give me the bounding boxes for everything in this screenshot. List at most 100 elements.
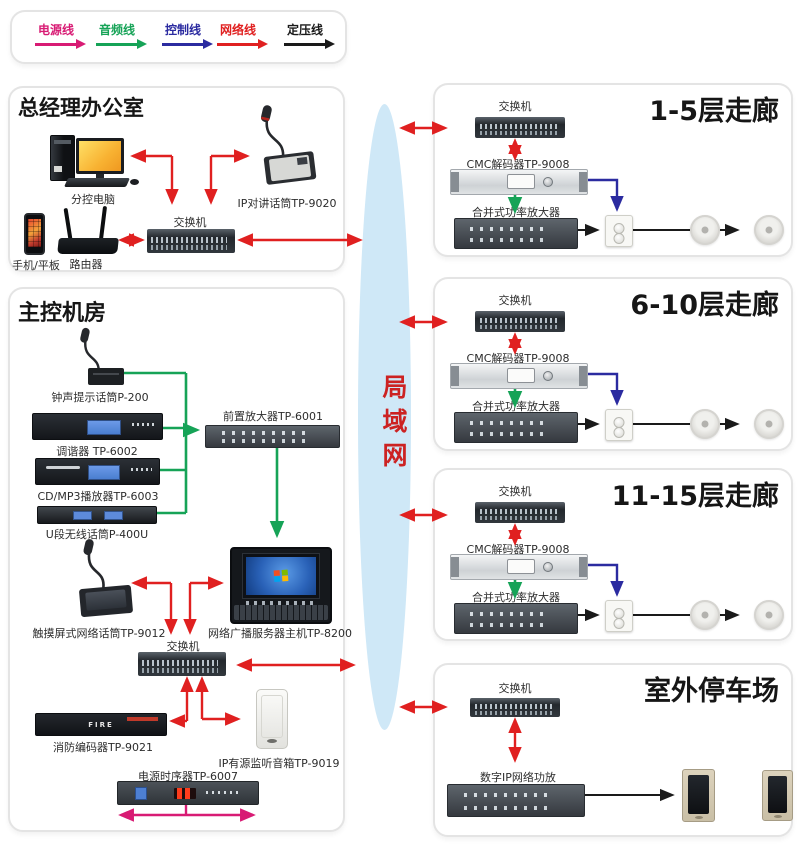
pc-stand	[96, 174, 104, 179]
cd-player-label: CD/MP3播放器TP-6003	[37, 490, 159, 503]
network-switch	[147, 229, 235, 253]
preamp-device	[205, 425, 340, 448]
wireless-mic-device	[37, 506, 157, 524]
legend-label: 控制线	[164, 23, 201, 37]
zone-box-11-15: 11-15层走廊 交换机 CMC解码器TP-9008 合并式功率放大器	[433, 468, 793, 641]
broadcast-server-laptop	[230, 547, 332, 624]
legend-item-network: 网络线	[209, 21, 268, 49]
switch-label: 交换机	[498, 294, 532, 307]
legend-item-power: 电源线	[27, 21, 86, 49]
legend-label: 定压线	[286, 23, 323, 37]
laptop-keyboard	[234, 605, 328, 620]
power-amplifier-device	[454, 603, 578, 634]
chime-mic-label: 钟声提示话筒P-200	[51, 391, 149, 404]
wireless-mic-label: U段无线话筒P-400U	[45, 528, 149, 541]
volume-control-panel	[605, 409, 633, 441]
ceiling-speaker	[754, 600, 784, 630]
decoder-knob	[543, 176, 554, 187]
cmc-decoder-device	[450, 169, 588, 195]
preamp-label: 前置放大器TP-6001	[222, 410, 324, 423]
cd-player-device	[35, 458, 160, 485]
control-room-box: 主控机房 钟声提示话筒P-200 调谐器 TP-6002 CD/MP3播放器TP…	[8, 287, 352, 832]
parking-box: 室外停车场 交换机 数字IP网络功放	[433, 663, 793, 837]
network-line-arrow-icon	[217, 39, 268, 49]
legend-label: 音频线	[98, 23, 135, 37]
volume-control-panel	[605, 215, 633, 247]
legend-label: 电源线	[37, 23, 74, 37]
gooseneck-mic-icon	[80, 327, 100, 374]
decoder-knob	[543, 561, 554, 572]
computer-label: 分控电脑	[71, 193, 115, 206]
zone-title: 11-15层走廊	[611, 481, 779, 512]
decoder-label: CMC解码器TP-9008	[466, 352, 570, 365]
phone	[24, 213, 45, 255]
volume-control-panel	[605, 600, 633, 632]
router-antenna	[63, 207, 73, 241]
router-label: 路由器	[69, 258, 103, 271]
pc-mouse	[130, 179, 139, 185]
gm-office-title: 总经理办公室	[18, 96, 144, 120]
cd-slot	[45, 466, 81, 469]
legend-label: 网络线	[219, 23, 256, 37]
zone-box-1-5: 1-5层走廊 交换机 CMC解码器TP-9008 合并式功率放大器	[433, 83, 793, 257]
network-switch	[475, 311, 565, 332]
sequencer-label: 电源时序器TP-6007	[137, 770, 239, 783]
outdoor-speaker	[762, 770, 793, 821]
phone-label: 手机/平板	[12, 259, 60, 272]
lan-label: 局域网	[379, 374, 408, 476]
router	[57, 238, 119, 254]
lan-cloud: 局域网	[358, 104, 411, 730]
network-switch	[470, 698, 560, 717]
control-line-arrow-icon	[162, 39, 213, 49]
zone-box-6-10: 6-10层走廊 交换机 CMC解码器TP-9008 合并式功率放大器	[433, 277, 793, 451]
ip-network-amplifier-device	[447, 784, 585, 817]
gooseneck-mic-icon	[83, 539, 105, 589]
pc-tower	[50, 135, 75, 181]
power-amplifier-device	[454, 218, 578, 249]
tuner-device	[32, 413, 163, 440]
decoder-label: CMC解码器TP-9008	[466, 543, 570, 556]
outdoor-speaker	[682, 769, 715, 822]
intercom-mic-label: IP对讲话筒TP-9020	[237, 197, 337, 210]
switch-label: 交换机	[498, 100, 532, 113]
router-antenna	[98, 205, 108, 241]
cmc-decoder-device	[450, 363, 588, 389]
tuner-label: 调谐器 TP-6002	[56, 445, 138, 458]
cmc-decoder-device	[450, 554, 588, 580]
switch-label: 交换机	[166, 640, 200, 653]
ceiling-speaker	[754, 215, 784, 245]
fire-encoder-label: 消防编码器TP-9021	[52, 741, 154, 754]
ip-amplifier-label: 数字IP网络功放	[480, 771, 556, 784]
network-switch	[475, 502, 565, 523]
ceiling-speaker	[754, 409, 784, 439]
switch-label: 交换机	[173, 216, 207, 229]
gooseneck-mic-icon	[260, 105, 285, 159]
power-line-arrow-icon	[35, 39, 86, 49]
chime-mic-base	[88, 368, 124, 385]
sequencer-switch	[134, 786, 147, 800]
legend-item-voltage: 定压线	[276, 21, 335, 49]
laptop-hinge	[246, 601, 316, 606]
ceiling-speaker	[690, 409, 720, 439]
decoder-knob	[543, 370, 554, 381]
intercom-mic-base	[263, 151, 317, 185]
gm-office-box: 总经理办公室 分控电脑 IP对讲话筒TP-9020 交换机 路由器 手机/平板	[8, 86, 345, 272]
legend-box: 电源线 音频线 控制线 网络线 定压线	[10, 10, 347, 64]
windows-logo-icon	[273, 569, 289, 583]
decoder-label: CMC解码器TP-9008	[466, 158, 570, 171]
control-room-title: 主控机房	[18, 301, 107, 326]
monitor-speaker-label: IP有源监听音箱TP-9019	[218, 757, 340, 770]
audio-line-arrow-icon	[96, 39, 147, 49]
touch-mic-base	[78, 584, 134, 618]
power-amplifier-device	[454, 412, 578, 443]
sequencer-led-display	[174, 787, 196, 799]
decoder-display	[506, 558, 536, 574]
touch-mic-label: 触摸屏式网络话筒TP-9012	[32, 627, 166, 640]
switch-label: 交换机	[498, 682, 532, 695]
parking-title: 室外停车场	[644, 676, 779, 707]
laptop-screen	[242, 553, 320, 599]
ceiling-speaker	[690, 215, 720, 245]
laptop-wallpaper	[246, 557, 316, 595]
pc-keyboard	[63, 178, 131, 187]
zone-title: 1-5层走廊	[649, 96, 779, 127]
